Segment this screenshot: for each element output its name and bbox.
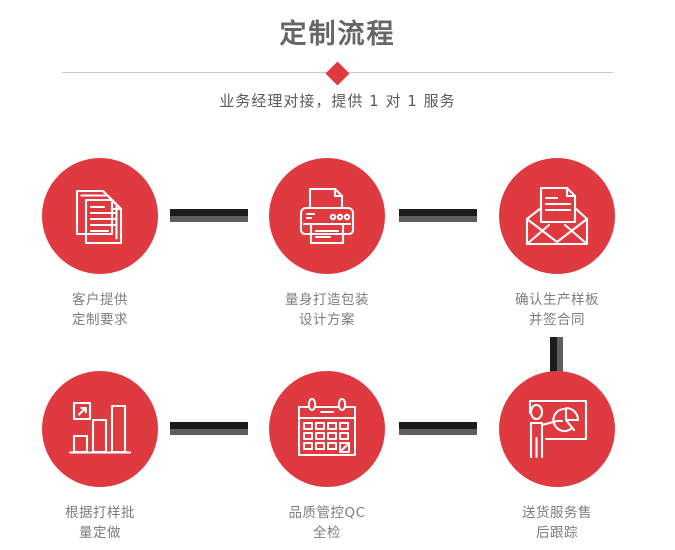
step-4-label: 根据打样批 量定做 (65, 505, 135, 541)
connector-bar-gray (399, 429, 477, 435)
connector-bar-gray (399, 216, 477, 222)
page-title: 定制流程 (279, 19, 396, 50)
step-5-icon-circle (269, 371, 385, 487)
connector-bar-dark (170, 422, 248, 429)
step-2-label: 量身打造包装 设计方案 (285, 292, 369, 328)
step-1-label: 客户提供 定制要求 (72, 292, 128, 328)
connector-bar-gray (557, 337, 563, 375)
presentation-pie-chart-icon (524, 397, 590, 461)
connector-bar-dark (399, 422, 477, 429)
step-2-icon-circle (269, 158, 385, 274)
connector-step2-step3 (399, 209, 477, 222)
step-3-icon-circle (499, 158, 615, 274)
calendar-icon (295, 398, 359, 460)
connector-step4-step5 (170, 422, 248, 435)
process-step-2[interactable]: 量身打造包装 设计方案 (247, 158, 407, 330)
page-subtitle: 业务经理对接，提供 1 对 1 服务 (219, 92, 456, 110)
connector-bar-gray (170, 216, 248, 222)
title-divider (62, 60, 613, 86)
step-6-label: 送货服务售 后跟踪 (522, 505, 592, 541)
bar-chart-growth-icon (69, 398, 131, 460)
connector-step3-step6 (550, 337, 563, 375)
process-step-5[interactable]: 品质管控QC 全检 (247, 371, 407, 543)
process-step-1[interactable]: 客户提供 定制要求 (20, 158, 180, 330)
connector-bar-dark (550, 337, 557, 375)
connector-bar-dark (399, 209, 477, 216)
connector-step5-step6 (399, 422, 477, 435)
process-step-4[interactable]: 根据打样批 量定做 (20, 371, 180, 543)
step-1-icon-circle (42, 158, 158, 274)
documents-stack-icon (68, 184, 132, 248)
process-step-3[interactable]: 确认生产样板 并签合同 (477, 158, 637, 330)
step-3-label: 确认生产样板 并签合同 (515, 292, 599, 328)
connector-bar-dark (170, 209, 248, 216)
step-5-label: 品质管控QC 全检 (288, 505, 366, 541)
connector-step1-step2 (170, 209, 248, 222)
envelope-document-icon (523, 185, 591, 247)
connector-bar-gray (170, 429, 248, 435)
step-4-icon-circle (42, 371, 158, 487)
printer-icon (294, 184, 360, 248)
process-step-6[interactable]: 送货服务售 后跟踪 (477, 371, 637, 543)
diamond-icon (325, 60, 350, 86)
step-6-icon-circle (499, 371, 615, 487)
